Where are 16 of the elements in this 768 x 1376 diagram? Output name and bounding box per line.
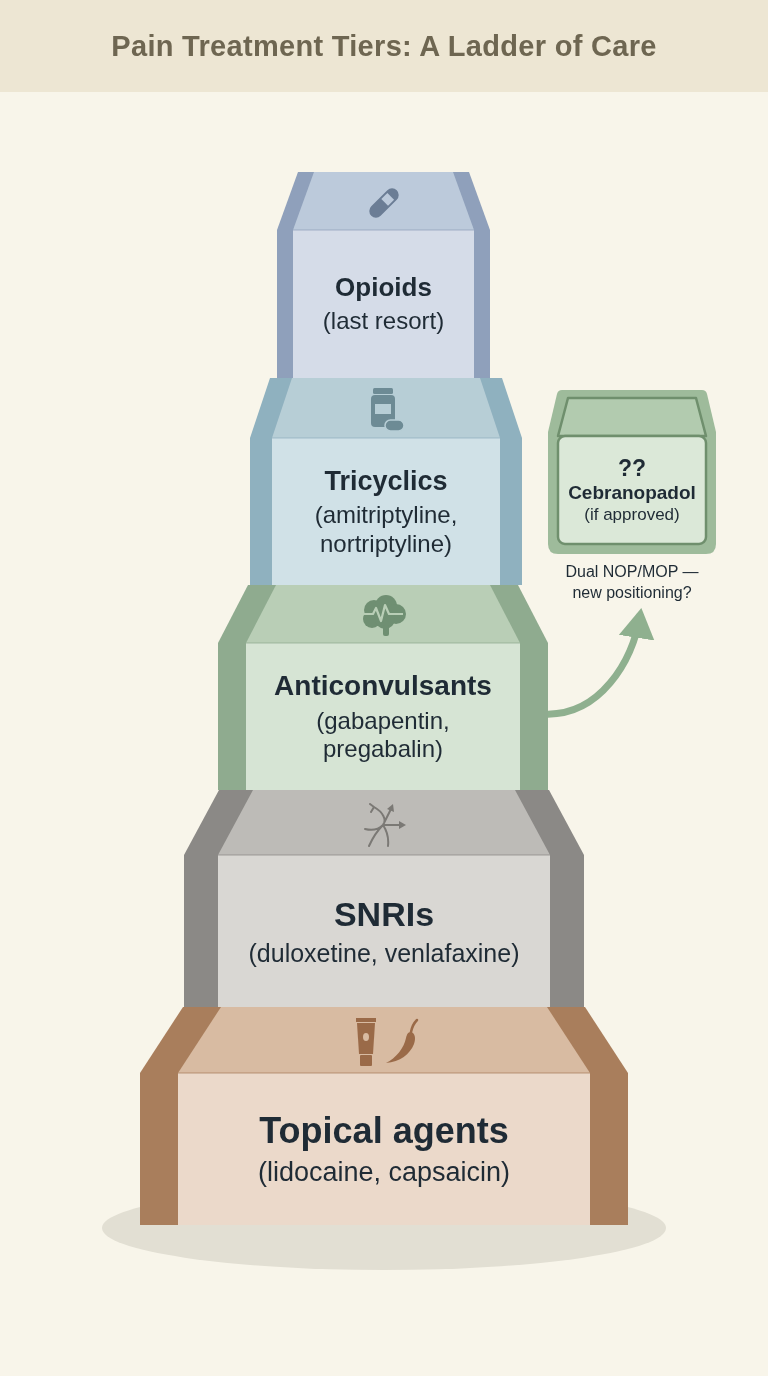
tier-title: Tricyclics bbox=[324, 464, 448, 497]
tier-title: Topical agents bbox=[259, 1109, 509, 1153]
tier-subtitle: (gabapentin, pregabalin) bbox=[315, 706, 451, 765]
tier-subtitle: (duloxetine, venlafaxine) bbox=[248, 938, 520, 969]
approval-note: (if approved) bbox=[584, 505, 680, 526]
tier-title: SNRIs bbox=[333, 893, 435, 935]
curved-arrow bbox=[547, 608, 654, 718]
tier-title: Anticonvulsants bbox=[274, 668, 492, 703]
question-marks: ?? bbox=[617, 454, 647, 483]
side-note: Dual NOP/MOP — new positioning? bbox=[564, 562, 700, 603]
title-text: Pain Treatment Tiers: A Ladder of Care bbox=[110, 30, 658, 63]
tier-subtitle: (lidocaine, capsaicin) bbox=[257, 1156, 511, 1189]
tier-subtitle: (amitriptyline, nortriptyline) bbox=[313, 500, 459, 559]
tier-title: Opioids bbox=[335, 272, 432, 304]
drug-name: Cebranopadol bbox=[568, 482, 696, 505]
tier-subtitle: (last resort) bbox=[322, 307, 445, 336]
